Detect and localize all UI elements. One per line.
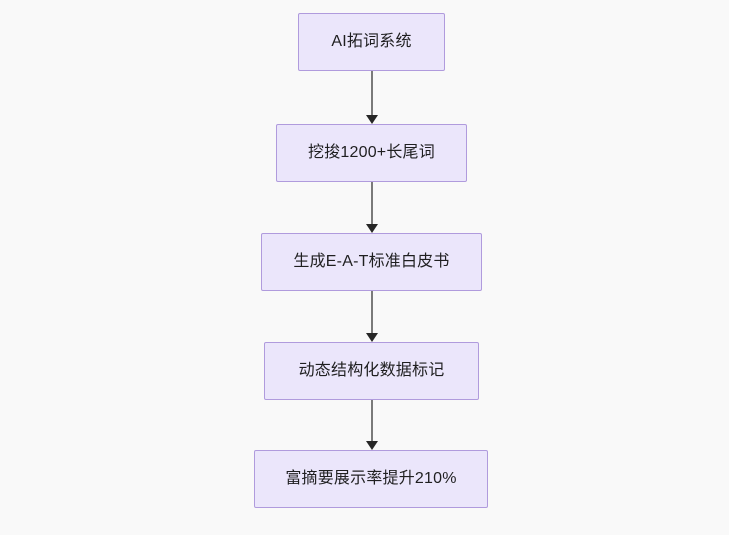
flow-edge-2-to-3 (366, 182, 378, 233)
flow-node-label: AI拓词系统 (331, 33, 412, 51)
flow-node-generate-eat-whitepaper[interactable]: 生成E-A-T标准白皮书 (261, 233, 482, 291)
edge-line (371, 182, 373, 225)
edge-line (371, 71, 373, 116)
flow-node-mine-longtail-keywords[interactable]: 挖捘1200+长尾词 (276, 124, 467, 182)
flow-node-dynamic-structured-data-markup[interactable]: 动态结构化数据标记 (264, 342, 479, 400)
flow-node-label: 生成E-A-T标准白皮书 (293, 253, 450, 271)
arrowhead-icon (366, 115, 378, 124)
edge-line (371, 400, 373, 442)
arrowhead-icon (366, 333, 378, 342)
flow-node-rich-snippet-rate-increase[interactable]: 富摘要展示率提升210% (254, 450, 488, 508)
flow-node-label: 动态结构化数据标记 (298, 362, 445, 380)
arrowhead-icon (366, 441, 378, 450)
flow-node-ai-keyword-system[interactable]: AI拓词系统 (298, 13, 445, 71)
flow-edge-4-to-5 (366, 400, 378, 450)
arrowhead-icon (366, 224, 378, 233)
edge-line (371, 291, 373, 334)
flow-edge-3-to-4 (366, 291, 378, 342)
flow-edge-1-to-2 (366, 71, 378, 124)
flow-node-label: 挖捘1200+长尾词 (308, 144, 435, 162)
flow-node-label: 富摘要展示率提升210% (285, 470, 457, 488)
